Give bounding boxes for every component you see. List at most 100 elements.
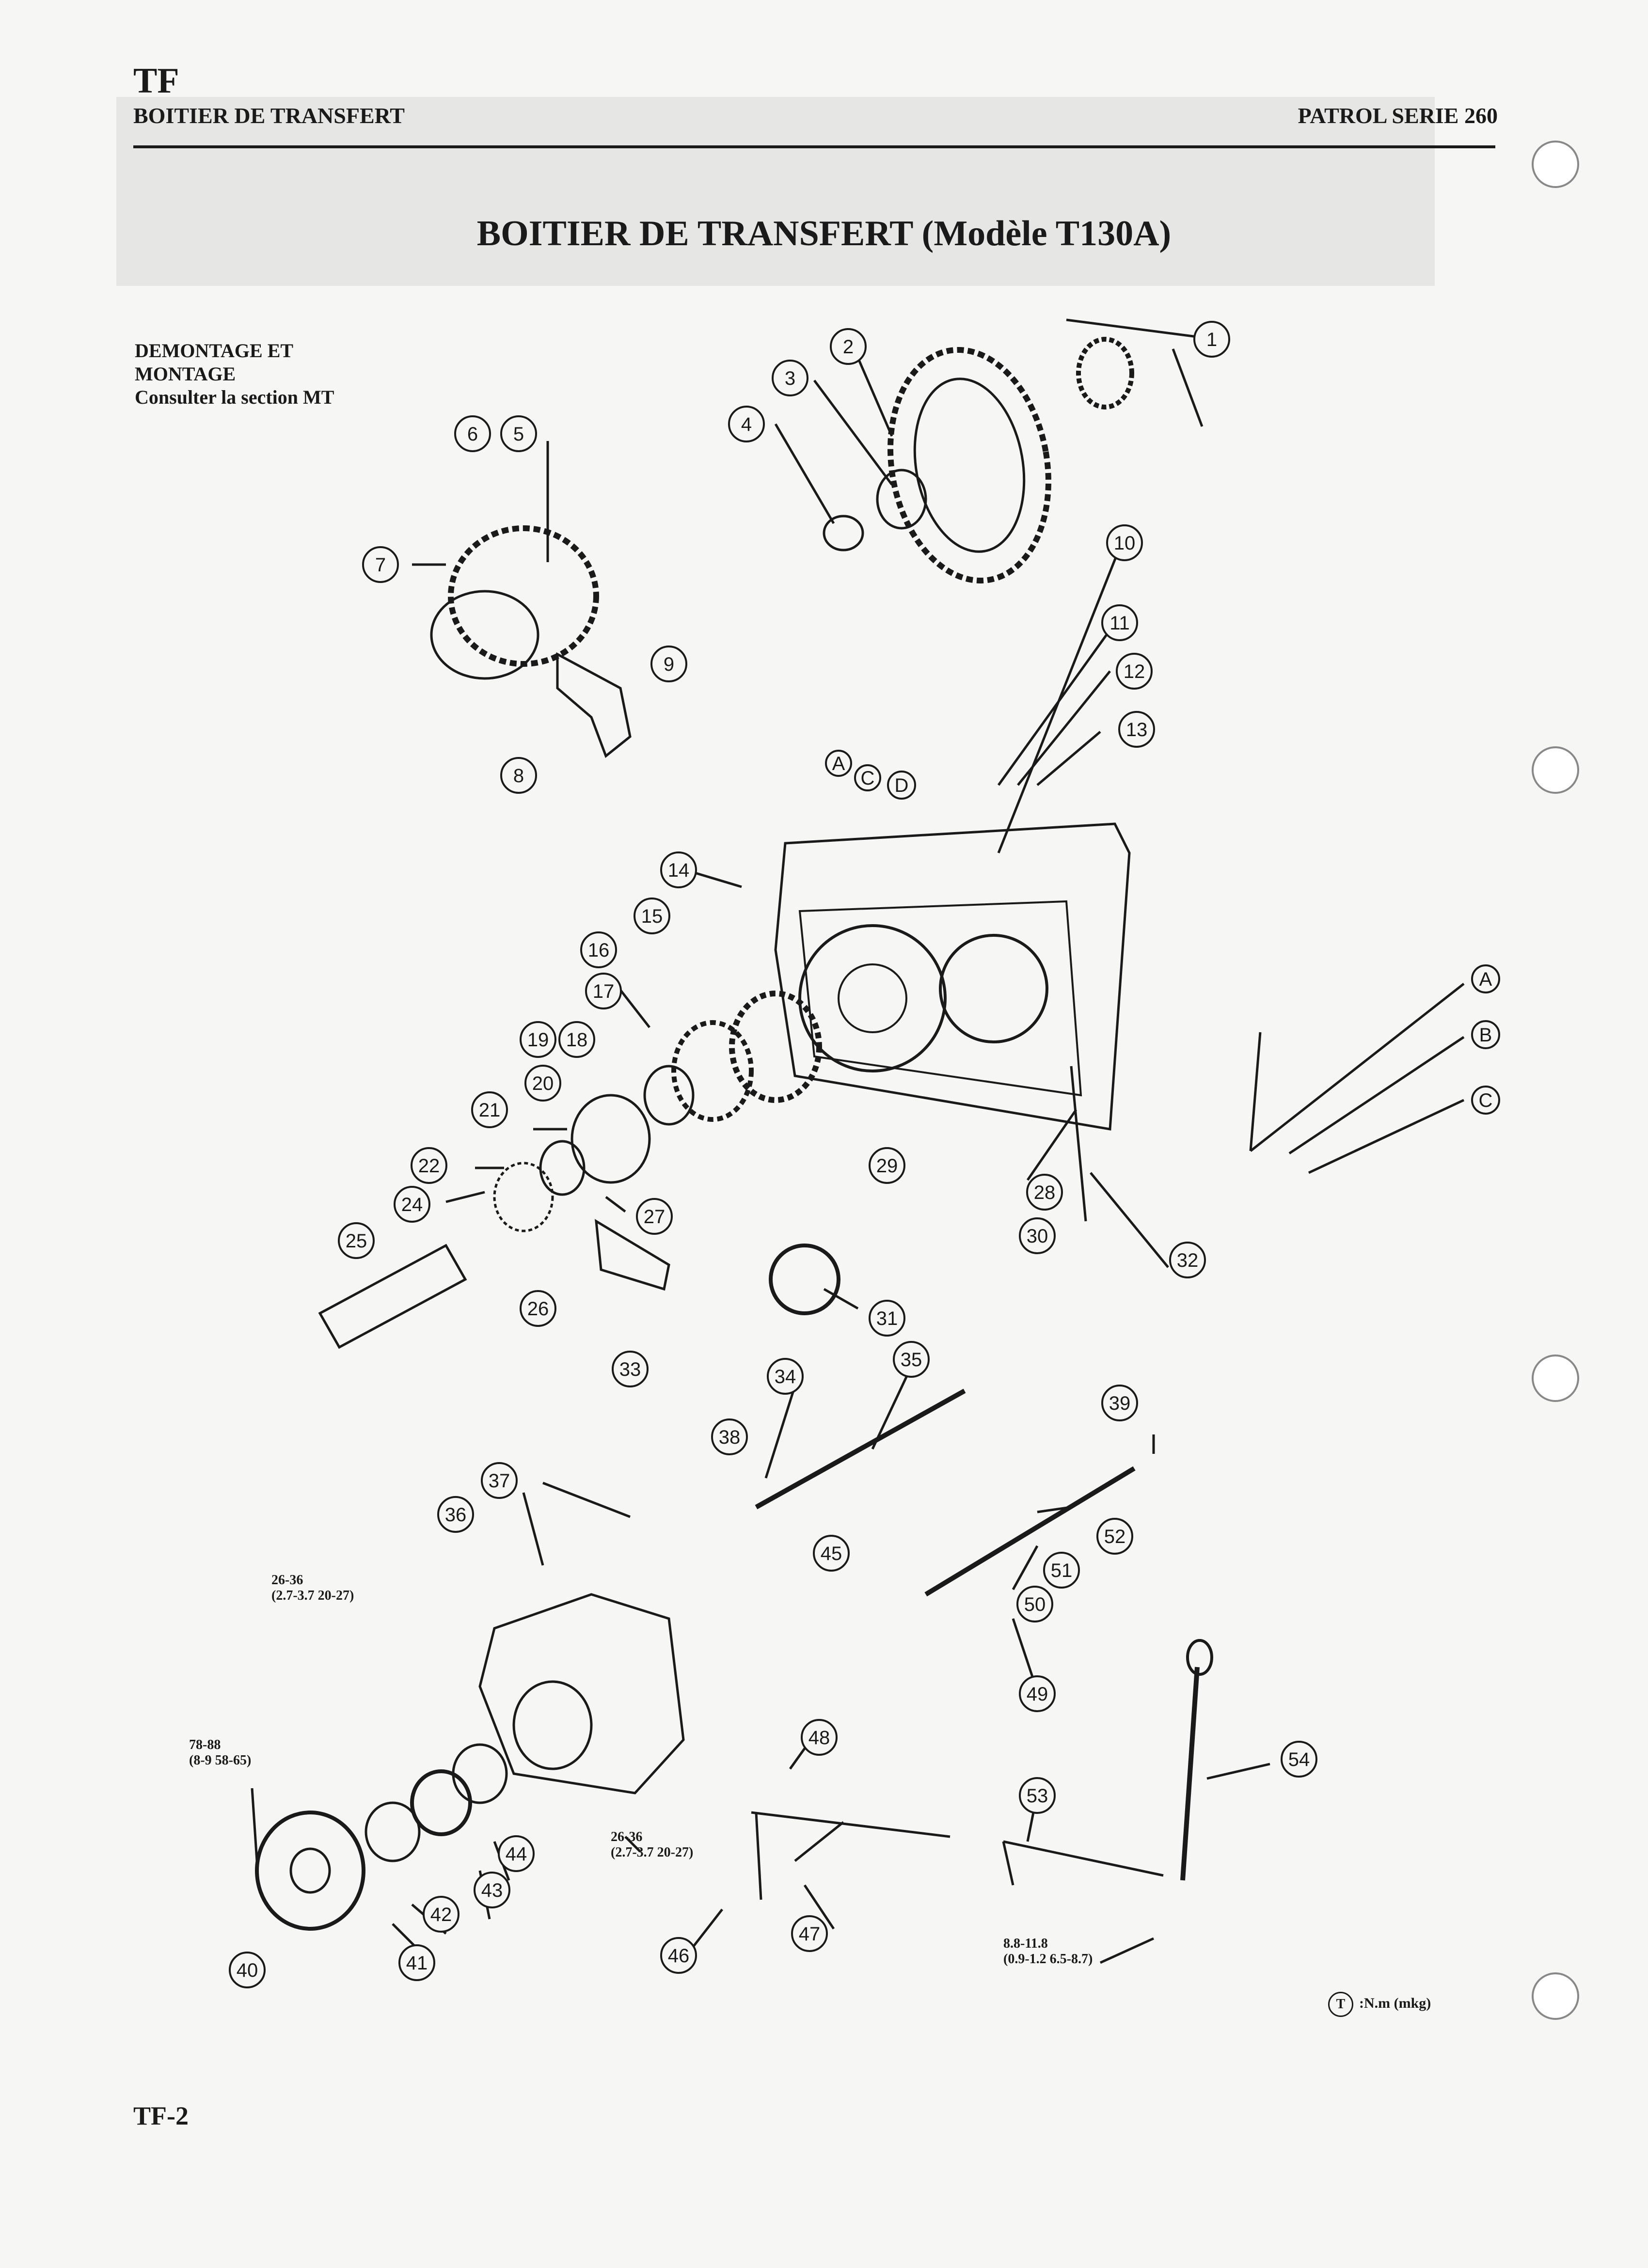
callout-number: 16 (588, 940, 610, 961)
linkage-47 (751, 1811, 951, 1900)
callout-number: 7 (375, 554, 386, 576)
callout-number: 33 (619, 1359, 641, 1380)
side-note-line: MONTAGE (135, 363, 236, 385)
shift-rod-52 (924, 1466, 1136, 1597)
callout-number: 19 (527, 1029, 549, 1051)
callout-number: 52 (1104, 1526, 1126, 1547)
side-note: DEMONTAGE ET MONTAGE Consulter la sectio… (135, 339, 334, 409)
legend-text: :N.m (mkg) (1359, 1995, 1431, 2011)
torque-legend: T:N.m (mkg) (1328, 1992, 1431, 2017)
section-code: TF (133, 61, 179, 101)
callout-22: 22 (411, 1147, 447, 1184)
callout-15: 15 (634, 898, 670, 934)
gear-7 (448, 525, 599, 667)
callout-14: 14 (660, 851, 697, 888)
callout-38: 38 (711, 1418, 748, 1455)
section-name: BOITIER DE TRANSFERT (133, 103, 405, 128)
show-through-shadow (116, 97, 1435, 286)
callout-number: 47 (799, 1923, 821, 1945)
torque-value: 26-36 (271, 1573, 303, 1588)
main-shaft (318, 1244, 467, 1349)
callout-31: 31 (869, 1300, 905, 1337)
callout-number: 43 (481, 1880, 503, 1901)
callout-2: 2 (830, 328, 867, 365)
callout-7: 7 (362, 546, 399, 583)
callout-number: 26 (527, 1298, 549, 1320)
linkage-53 (1002, 1840, 1164, 1886)
callout-number: 46 (668, 1945, 690, 1967)
callout-number: 24 (401, 1194, 423, 1215)
callout-5: 5 (500, 415, 537, 452)
callout-number: 17 (593, 981, 615, 1002)
callout-10: 10 (1106, 524, 1143, 561)
callout-number: 35 (901, 1349, 922, 1370)
callout-37: 37 (481, 1462, 518, 1499)
callout-number: 34 (775, 1366, 796, 1387)
callout-54: 54 (1281, 1741, 1317, 1778)
callout-number: 3 (785, 368, 795, 389)
callout-number: 13 (1126, 719, 1148, 740)
callout-number: 9 (664, 654, 674, 675)
callout-8: 8 (500, 757, 537, 794)
callout-19: 19 (520, 1021, 556, 1058)
callout-B: B (1471, 1020, 1500, 1049)
torque-value: 78-88 (189, 1737, 221, 1752)
callout-53: 53 (1019, 1777, 1056, 1814)
callout-number: 29 (876, 1155, 898, 1177)
callout-21: 21 (471, 1091, 508, 1128)
torque-spec: 8.8-11.8 (0.9-1.2 6.5-8.7) (1003, 1936, 1093, 1967)
callout-number: 2 (843, 336, 854, 358)
shift-lever (1180, 1667, 1200, 1881)
callout-number: 48 (808, 1727, 830, 1748)
callout-number: B (1479, 1024, 1492, 1046)
callout-41: 41 (398, 1944, 435, 1981)
callout-12: 12 (1116, 653, 1153, 690)
callout-number: 5 (513, 424, 524, 445)
shift-rod-35 (755, 1388, 966, 1510)
callout-35: 35 (893, 1341, 930, 1378)
callout-1: 1 (1193, 321, 1230, 358)
callout-number: D (895, 775, 909, 796)
callout-A: A (1471, 964, 1500, 993)
callout-number: 11 (1109, 613, 1130, 634)
binder-hole (1532, 141, 1579, 188)
callout-number: 25 (346, 1230, 367, 1252)
callout-36: 36 (437, 1496, 474, 1533)
callout-number: 8 (513, 765, 524, 787)
callout-25: 25 (338, 1222, 375, 1259)
callout-13: 13 (1118, 711, 1155, 748)
callout-C: C (1471, 1086, 1500, 1115)
callout-number: 28 (1034, 1182, 1056, 1203)
callout-49: 49 (1019, 1675, 1056, 1712)
callout-46: 46 (660, 1937, 697, 1974)
callout-28: 28 (1026, 1174, 1063, 1211)
callout-number: 1 (1206, 329, 1217, 350)
callout-3: 3 (772, 360, 808, 396)
callout-11: 11 (1101, 604, 1138, 641)
callout-43: 43 (474, 1872, 510, 1908)
page-title: BOITIER DE TRANSFERT (Modèle T130A) (476, 214, 1172, 253)
callout-number: 39 (1109, 1393, 1131, 1414)
callout-number: 40 (237, 1960, 258, 1981)
torque-spec: 78-88 (8-9 58-65) (189, 1737, 251, 1768)
torque-value: 8.8-11.8 (1003, 1936, 1048, 1951)
callout-D: D (887, 771, 916, 800)
callout-27: 27 (636, 1198, 673, 1235)
side-note-line: Consulter la section MT (135, 386, 334, 408)
callout-number: 37 (489, 1470, 510, 1492)
callout-number: 36 (445, 1504, 467, 1526)
companion-flange (255, 1811, 365, 1931)
callout-42: 42 (423, 1896, 460, 1933)
callout-number: 20 (532, 1073, 554, 1094)
torque-detail: (0.9-1.2 6.5-8.7) (1003, 1952, 1093, 1967)
callout-16: 16 (580, 931, 617, 968)
callout-51: 51 (1043, 1552, 1080, 1589)
callout-number: C (861, 768, 875, 789)
callout-number: 4 (741, 414, 752, 435)
callout-39: 39 (1101, 1385, 1138, 1421)
callout-number: 38 (719, 1427, 741, 1448)
callout-34: 34 (767, 1358, 804, 1395)
vehicle-model: PATROL SERIE 260 (1298, 103, 1498, 128)
torque-detail: (2.7-3.7 20-27) (271, 1588, 354, 1603)
callout-29: 29 (869, 1147, 905, 1184)
